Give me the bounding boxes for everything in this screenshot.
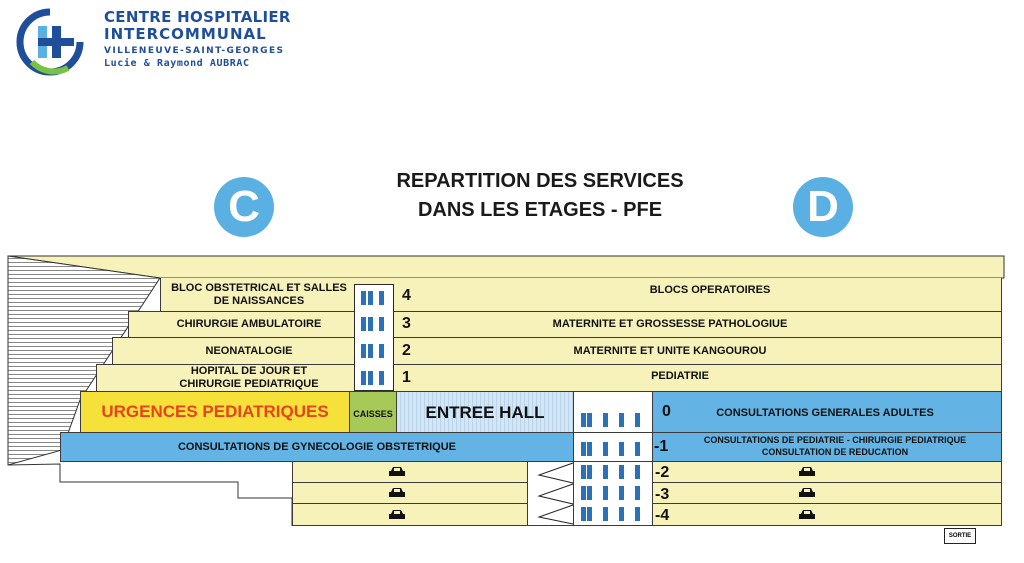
elevator-window-icon — [361, 371, 366, 385]
elevator-window-icon — [361, 291, 366, 305]
parking-m4-right — [652, 503, 1002, 526]
logo-line-1: CENTRE HOSPITALIER — [104, 8, 291, 26]
parking-m4-number: -4 — [655, 507, 670, 524]
floor-3-row — [128, 311, 1002, 338]
hospital-logo-icon — [16, 7, 85, 76]
floor-m1-right-label-2: CONSULTATION DE REDUCATION — [761, 447, 909, 457]
floor-3-left-label: CHIRURGIE AMBULATOIRE — [176, 318, 322, 330]
floor-0-right-label: CONSULTATIONS GENERALES ADULTES — [716, 407, 934, 419]
floor-4-number: 4 — [402, 287, 411, 304]
car-icon — [799, 510, 815, 519]
ramp-icon — [537, 462, 574, 525]
floor-4-right-label: BLOCS OPERATOIRES — [649, 284, 771, 296]
caisses-label: CAISSES — [353, 409, 393, 419]
elevator-shaft-upper — [354, 284, 394, 391]
parking-m2-left — [292, 461, 528, 483]
floor-3-number: 3 — [402, 315, 411, 332]
floor-0-right-zone — [652, 391, 1002, 433]
floor-1-right-label: PEDIATRIE — [651, 370, 709, 382]
floor-m1-right-label-1: CONSULTATIONS DE PEDIATRIE - CHIRURGIE P… — [703, 435, 967, 445]
urgences-pediatriques-zone — [80, 391, 350, 433]
floor-4-left-label: BLOC OBSTETRICAL ET SALLES DE NAISSANCES — [171, 282, 347, 307]
floor-2-right-label: MATERNITE ET UNITE KANGOUROU — [573, 345, 767, 357]
car-icon — [389, 510, 405, 519]
elevator-window-icon — [379, 344, 384, 358]
floor-2-number: 2 — [402, 342, 411, 359]
elevator-window-icon — [379, 317, 384, 331]
elevator-window-icon — [361, 344, 366, 358]
sortie-exit-sign: SORTIE — [944, 528, 976, 544]
logo-line-2: INTERCOMMUNAL — [104, 25, 267, 43]
floor-1-number: 1 — [402, 369, 411, 386]
elevator-window-icon — [379, 371, 384, 385]
elevator-windows-lower — [581, 413, 640, 521]
parking-m2-number: -2 — [655, 464, 670, 481]
wing-c-badge: C — [214, 177, 274, 237]
car-icon — [389, 488, 405, 497]
urgences-pediatriques-label: URGENCES PEDIATRIQUES — [101, 402, 329, 421]
parking-m4-left — [292, 503, 528, 526]
elevator-window-icon — [368, 317, 373, 331]
building-outline — [7, 255, 1005, 526]
page-title-line-1: REPARTITION DES SERVICES — [396, 170, 684, 192]
parking-m3-right — [652, 482, 1002, 504]
floor-1-left-label: HOPITAL DE JOUR ET CHIRURGIE PEDIATRIQUE — [179, 365, 319, 390]
parking-m3-number: -3 — [655, 486, 670, 503]
ramp-zone — [527, 461, 574, 526]
entree-hall-zone — [396, 391, 574, 433]
floor-2-left-label: NEONATALOGIE — [205, 345, 293, 357]
floor-m1-number: -1 — [654, 438, 669, 455]
wing-d-badge: D — [793, 177, 853, 237]
logo-line-4: Lucie & Raymond AUBRAC — [104, 58, 250, 69]
elevator-window-icon — [361, 317, 366, 331]
floor-m1-left-zone — [60, 432, 574, 462]
parking-m2-right — [652, 461, 1002, 483]
elevator-window-icon — [368, 344, 373, 358]
page-title-line-2: DANS LES ETAGES - PFE — [417, 199, 663, 221]
car-icon — [799, 488, 815, 497]
logo-line-3: VILLENEUVE-SAINT-GEORGES — [104, 46, 285, 56]
elevator-window-icon — [368, 371, 373, 385]
car-icon — [389, 467, 405, 476]
floor-m1-left-label: CONSULTATIONS DE GYNECOLOGIE OBSTETRIQUE — [177, 441, 457, 453]
car-icon — [799, 467, 815, 476]
floor-2-row — [112, 337, 1002, 365]
parking-m3-left — [292, 482, 528, 504]
elevator-window-icon — [368, 291, 373, 305]
entree-hall-label: ENTREE HALL — [425, 403, 545, 422]
elevator-window-icon — [379, 291, 384, 305]
floor-0-number: 0 — [662, 403, 671, 420]
floor-3-right-label: MATERNITE ET GROSSESSE PATHOLOGIUE — [552, 318, 788, 330]
